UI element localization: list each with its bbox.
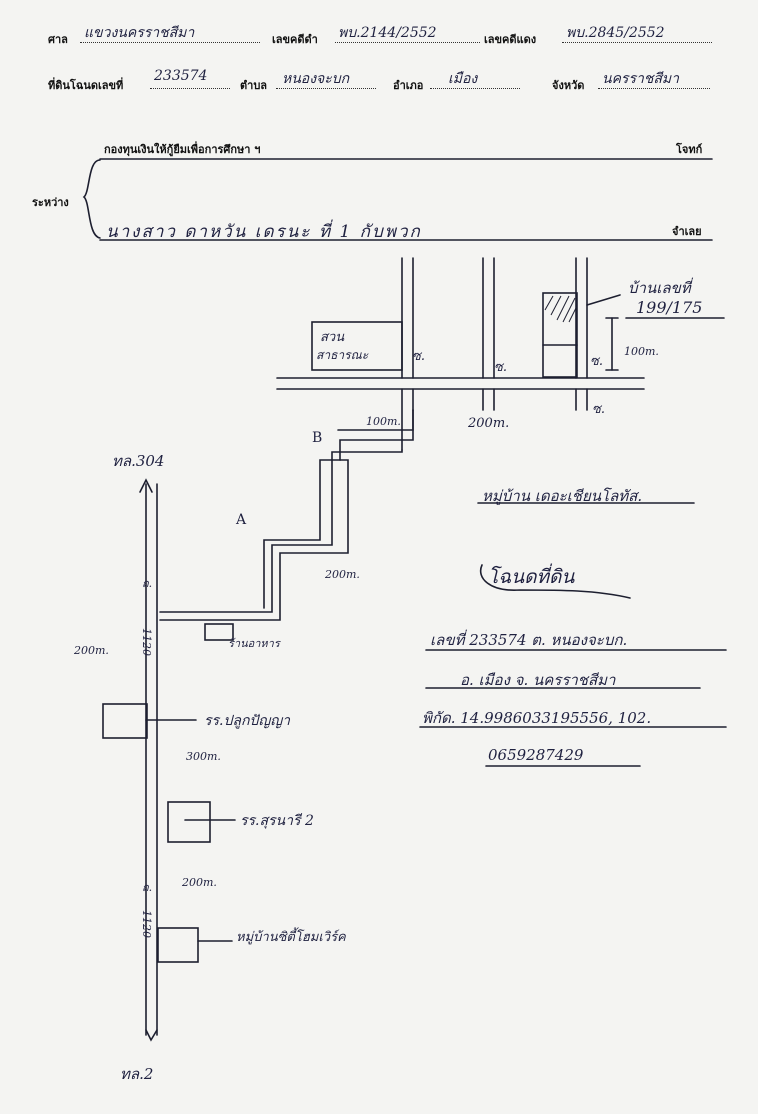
arrow-up	[139, 478, 153, 493]
highway-code-1: ถ.	[142, 577, 153, 590]
court-value: แขวงนครราชสีมา	[84, 25, 195, 41]
park-label-2: สาธารณะ	[316, 348, 369, 362]
shop-box	[204, 623, 234, 641]
red-case-label: เลขคดีแดง	[484, 33, 537, 46]
village-name: หมู่บ้าน เดอะเชียนโลทัส.	[482, 487, 643, 505]
arrow-down	[145, 1029, 158, 1042]
target-house-plot	[542, 292, 578, 378]
dist-100: 100m.	[366, 415, 401, 428]
soi-b-label: ซ.	[494, 360, 507, 375]
district-dotline	[430, 88, 520, 89]
plaintiff-name: กองทุนเงินให้กู้ยืมเพื่อการศึกษา ฯ	[104, 143, 261, 156]
between-label: ระหว่าง	[32, 196, 69, 209]
deed-label: ที่ดินโฉนดเลขที่	[48, 79, 124, 92]
target-house-number: 199/175	[636, 298, 703, 317]
deed-line-3: พิกัด. 14.9986033195556, 102.	[422, 709, 652, 727]
route-outer	[159, 409, 414, 613]
defendant-role: จำเลย	[672, 225, 702, 238]
province-label: จังหวัด	[552, 79, 585, 92]
court-label: ศาล	[48, 33, 68, 46]
plaintiff-role: โจทก์	[676, 143, 703, 156]
road-bottom-label: ทล.2	[120, 1065, 154, 1083]
target-house-hatch	[544, 295, 578, 323]
target-house-label: บ้านเลขที่	[628, 279, 691, 297]
point-a: A	[236, 512, 247, 528]
school-1-box	[102, 703, 148, 739]
point-b: B	[312, 430, 323, 446]
black-case-label: เลขคดีดำ	[272, 33, 318, 46]
dist-200-left: 200m.	[74, 644, 109, 657]
village-2-box	[157, 927, 199, 963]
deed-title: โฉนดที่ดิน	[488, 566, 575, 588]
road-top-label: ทล.304	[112, 452, 165, 470]
dist-200-low: 200m.	[182, 876, 217, 889]
park-label: สวน	[320, 330, 345, 345]
deed-dotline	[150, 88, 230, 89]
party-brace	[82, 159, 101, 239]
deed-line-4: 0659287429	[488, 746, 584, 764]
red-case-value: พบ.2845/2552	[566, 25, 665, 41]
village-2-label: หมู่บ้านซิตี้โฮมเวิร์ค	[236, 930, 346, 945]
dist-200-top: 200m.	[468, 416, 510, 431]
province-dotline	[598, 88, 710, 89]
school-2-label: รร.สุรนารี 2	[240, 813, 314, 829]
district-value: เมือง	[448, 71, 478, 87]
shop-label: ร้านอาหาร	[228, 637, 280, 650]
school-1-label: รร.ปลูกปัญญา	[204, 713, 291, 729]
dist-top-right: 100m.	[624, 345, 659, 358]
district-label: อำเภอ	[393, 79, 424, 92]
highway-num-1: 1120	[140, 628, 153, 656]
dist-300: 300m.	[186, 750, 221, 763]
deed-line-2: อ. เมือง จ. นครราชสีมา	[460, 671, 616, 689]
subdistrict-label: ตำบล	[240, 79, 268, 92]
public-park-box	[311, 321, 403, 371]
dist-200-mid: 200m.	[325, 568, 360, 581]
soi-d-label: ซ.	[592, 402, 605, 417]
court-dotline	[80, 42, 260, 43]
soi-a-label: ซ.	[412, 349, 425, 364]
black-case-value: พบ.2144/2552	[338, 25, 437, 41]
school-2-box	[167, 801, 211, 843]
subdistrict-dotline	[276, 88, 376, 89]
deed-title-underline	[479, 564, 631, 599]
subdistrict-value: หนองจะบก	[282, 71, 350, 87]
deed-value: 233574	[154, 68, 208, 84]
defendant-name: นางสาว ดาหวัน เดรนะ ที่ 1 กับพวก	[106, 222, 422, 242]
soi-c-label: ซ.	[590, 354, 603, 369]
black-case-dotline	[335, 42, 480, 43]
province-value: นครราชสีมา	[602, 71, 679, 87]
highway-code-2: ถ.	[142, 881, 153, 894]
red-case-dotline	[562, 42, 712, 43]
house-pointer-line	[586, 294, 621, 306]
highway-num-2: 1120	[140, 910, 153, 938]
deed-line-1: เลขที่ 233574 ต. หนองจะบก.	[430, 631, 628, 649]
